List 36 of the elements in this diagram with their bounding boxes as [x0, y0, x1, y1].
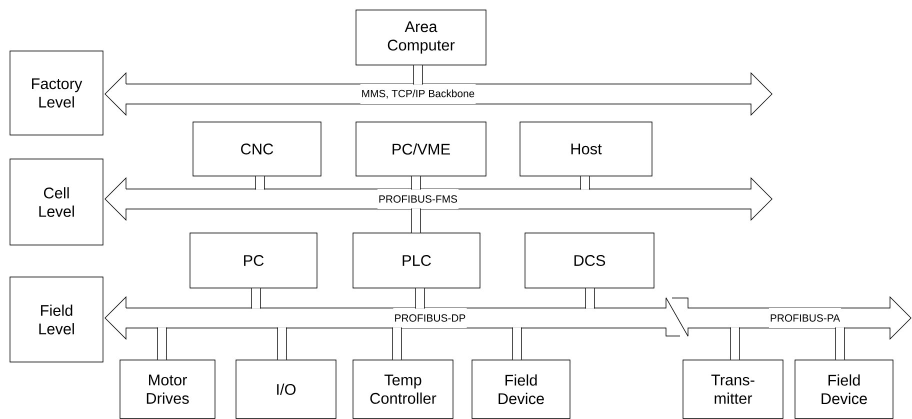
- device-box: PLC: [352, 232, 480, 288]
- bus-connection: [585, 288, 595, 309]
- level-box: Field Level: [10, 276, 104, 362]
- device-box: Field Device: [794, 360, 894, 419]
- bus-connection: [730, 327, 740, 360]
- bus-connection: [512, 327, 522, 360]
- device-box: DCS: [524, 232, 654, 288]
- device-box: I/O: [236, 360, 336, 419]
- bus-connection: [835, 327, 845, 360]
- bus-connection: [255, 176, 265, 190]
- level-box: Factory Level: [10, 50, 104, 136]
- bus-connection: [413, 65, 423, 85]
- bus-band: PROFIBUS-FMS: [104, 177, 772, 221]
- device-box: Area Computer: [356, 10, 486, 66]
- device-box: Trans- mitter: [682, 360, 784, 419]
- bus-band: PROFIBUS-DP: [104, 296, 680, 340]
- device-box: Field Device: [472, 360, 570, 419]
- bus-connection: [411, 176, 421, 190]
- bus-band: PROFIBUS-PA: [672, 296, 912, 340]
- bus-connection: [411, 208, 421, 233]
- device-box: PC/VME: [356, 122, 486, 176]
- bus-connection: [251, 288, 261, 309]
- bus-band: MMS, TCP/IP Backbone: [104, 72, 772, 116]
- device-box: Motor Drives: [120, 360, 216, 419]
- bus-connection: [157, 327, 167, 360]
- bus-connection: [415, 288, 425, 309]
- node-label: PROFIBUS-DP: [395, 314, 466, 322]
- level-box: Cell Level: [10, 158, 104, 246]
- device-box: PC: [190, 232, 318, 288]
- device-box: Temp Controller: [352, 360, 454, 419]
- device-box: CNC: [192, 122, 322, 176]
- bus-connection: [277, 327, 287, 360]
- device-box: Host: [520, 122, 652, 176]
- bus-connection: [392, 327, 402, 360]
- bus-connection: [580, 176, 590, 190]
- node-label: PROFIBUS-PA: [770, 314, 840, 322]
